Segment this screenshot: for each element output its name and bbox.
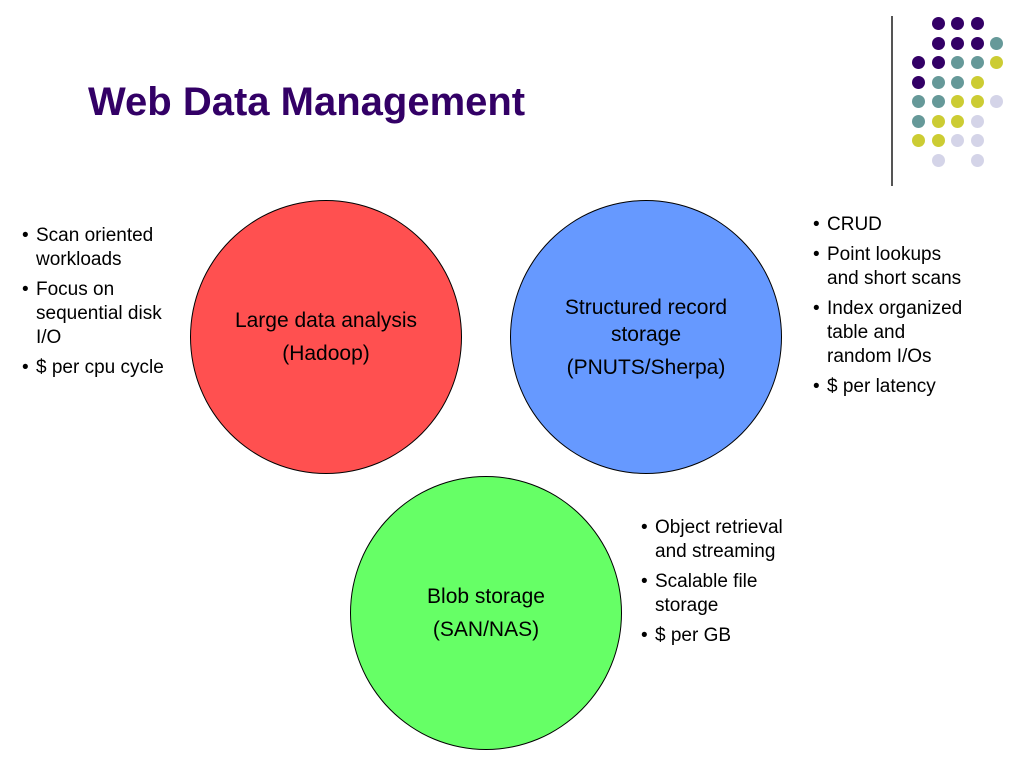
decorative-dot xyxy=(990,36,1003,50)
bullet-item: $ per cpu cycle xyxy=(22,356,192,380)
bullet-item: Focus on sequential disk I/O xyxy=(22,278,192,350)
circle-structured-record-storage: Structured record storage (PNUTS/Sherpa) xyxy=(510,200,782,474)
decorative-dot xyxy=(951,114,964,128)
bullet-item: Index organized table and random I/Os xyxy=(813,297,973,369)
decorative-dot xyxy=(931,56,945,69)
circle-label: Structured record storage xyxy=(564,295,728,346)
bullet-item: Object retrieval and streaming xyxy=(641,516,791,564)
bullet-item: Scan oriented workloads xyxy=(22,224,192,272)
decorative-dot xyxy=(931,134,945,147)
slide-title: Web Data Management xyxy=(88,80,526,124)
bullet-list-blob: Object retrieval and streaming Scalable … xyxy=(641,516,791,654)
decorative-dot xyxy=(990,56,1003,69)
circle-label: Blob storage xyxy=(427,585,545,608)
bullet-item: $ per latency xyxy=(813,375,973,399)
decorative-dot xyxy=(970,56,984,69)
bullet-item: Scalable file storage xyxy=(641,570,791,618)
decorative-dot xyxy=(970,75,984,89)
circle-sublabel: (PNUTS/Sherpa) xyxy=(566,355,726,379)
decorative-dot xyxy=(931,75,945,89)
decorative-dot xyxy=(951,75,964,89)
decorative-dot xyxy=(970,36,984,50)
circle-label: Large data analysis xyxy=(234,309,418,332)
circle-blob-storage: Blob storage (SAN/NAS) xyxy=(350,476,622,750)
bullet-item: Point lookups and short scans xyxy=(813,243,973,291)
decorative-dot xyxy=(951,36,964,50)
bullet-list-large-data: Scan oriented workloads Focus on sequent… xyxy=(22,224,192,386)
bullet-list-structured: CRUD Point lookups and short scans Index… xyxy=(813,213,973,405)
decorative-dot xyxy=(990,95,1003,108)
decorative-dot xyxy=(931,36,945,50)
decorative-dot xyxy=(951,95,964,108)
decorative-dot xyxy=(951,56,964,69)
circle-sublabel: (Hadoop) xyxy=(282,342,370,365)
decorative-dot xyxy=(951,134,964,147)
decorative-vertical-line xyxy=(891,16,893,186)
decorative-dot xyxy=(912,114,925,128)
decorative-dot xyxy=(970,153,984,167)
bullet-item: $ per GB xyxy=(641,624,791,648)
circle-sublabel: (SAN/NAS) xyxy=(432,618,540,641)
decorative-dot xyxy=(912,56,925,69)
decorative-dot xyxy=(970,17,984,30)
decorative-dot xyxy=(931,17,945,30)
decorative-dot xyxy=(912,95,925,108)
circle-large-data-analysis: Large data analysis (Hadoop) xyxy=(190,200,462,474)
decorative-dot xyxy=(912,134,925,147)
decorative-dot xyxy=(970,134,984,147)
decorative-dot xyxy=(931,95,945,108)
decorative-dot xyxy=(931,153,945,167)
decorative-dot xyxy=(951,17,964,30)
decorative-dot xyxy=(970,114,984,128)
bullet-item: CRUD xyxy=(813,213,973,237)
decorative-dot xyxy=(912,75,925,89)
decorative-dot xyxy=(931,114,945,128)
decorative-dot xyxy=(970,95,984,108)
